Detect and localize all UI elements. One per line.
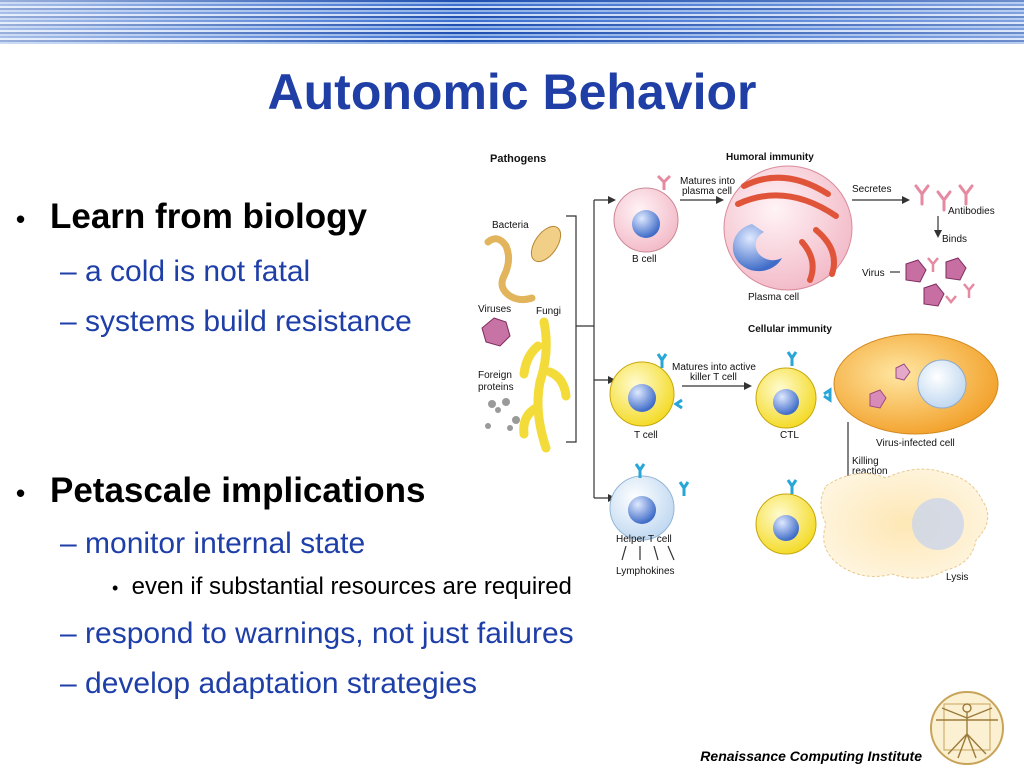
sub-bullet-monitor: – monitor internal state [60, 526, 365, 562]
sub-bullet-warnings: – respond to warnings, not just failures [60, 616, 574, 652]
label-plasma-cell: Plasma cell [748, 292, 799, 303]
label-binds: Binds [942, 234, 967, 245]
foreign-protein-shapes [485, 398, 520, 431]
sub-bullet-text: respond to warnings, not just failures [85, 617, 574, 650]
bacteria-shape [530, 225, 562, 263]
immune-system-diagram: Pathogens Bacteria Viruses Fungi Foreign… [478, 152, 999, 583]
label-matures-plasma-2: plasma cell [682, 186, 732, 197]
label-b-cell: B cell [632, 254, 656, 265]
sub-bullet-resistance: – systems build resistance [60, 304, 412, 340]
t-cell-nucleus [628, 384, 656, 412]
label-ctl: CTL [780, 430, 799, 441]
plasma-cell-nucleus [732, 224, 782, 272]
lysed-cell-nucleus [912, 498, 964, 550]
sub-sub-bullet-resources: • even if substantial resources are requ… [112, 572, 572, 603]
branch-line [594, 199, 608, 499]
slide-title: Autonomic Behavior [267, 64, 757, 120]
top-bar-highlight [0, 0, 1024, 44]
virus-particle [895, 363, 911, 381]
label-cellular: Cellular immunity [748, 324, 832, 335]
arrowhead [716, 196, 724, 204]
ctl-receptor [786, 351, 832, 403]
label-secretes: Secretes [852, 184, 891, 195]
sub-bullet-text: a cold is not fatal [85, 255, 311, 288]
virus-antibody-complex [905, 257, 975, 307]
bullet-learn-from-biology: • Learn from biology [16, 196, 367, 240]
branch-arrowheads [608, 196, 616, 502]
ctl-attacking-receptor [786, 479, 798, 494]
b-cell-receptor [656, 174, 672, 190]
label-foreign-1: Foreign [478, 370, 512, 381]
dash-glyph: – [60, 617, 77, 650]
sub-bullet-cold: – a cold is not fatal [60, 254, 310, 290]
virus-shape [481, 317, 511, 347]
ctl-attacking-nucleus [773, 515, 799, 541]
infected-cell-nucleus [917, 359, 967, 409]
lymphokine-arrows [621, 545, 675, 561]
label-matures-killer-1: Matures into active [672, 362, 756, 373]
fungi-shape [519, 317, 571, 453]
bullet-glyph: • [16, 477, 26, 508]
dash-glyph: – [60, 667, 77, 700]
bullet-glyph: • [112, 578, 119, 598]
helper-t-nucleus [628, 496, 656, 524]
bullet-petascale-implications: • Petascale implications [16, 470, 425, 514]
label-fungi: Fungi [536, 306, 561, 317]
b-cell-nucleus [632, 210, 660, 238]
dash-glyph: – [60, 255, 77, 288]
pathogen-bracket [566, 215, 577, 443]
bullet-text: Petascale implications [50, 471, 426, 510]
sub-bullet-text: systems build resistance [85, 305, 412, 338]
antibodies [914, 184, 974, 212]
footer-institute: Renaissance Computing Institute [700, 748, 922, 764]
label-matures-plasma-1: Matures into [680, 176, 735, 187]
label-killing-2: reaction [852, 466, 888, 477]
sub-bullet-text: monitor internal state [85, 527, 366, 560]
arrowhead [744, 382, 752, 390]
virus-particle [869, 389, 887, 409]
sub-sub-bullet-text: even if substantial resources are requir… [131, 573, 572, 600]
label-viruses: Viruses [478, 304, 511, 315]
label-antibodies: Antibodies [948, 206, 995, 217]
helper-t-receptor [634, 463, 690, 496]
lysed-cell [820, 468, 989, 579]
ctl-nucleus [773, 389, 799, 415]
label-killing-1: Killing [852, 456, 879, 467]
virus-infected-cell [833, 333, 999, 435]
arrowhead [902, 196, 910, 204]
bullet-glyph: • [16, 203, 26, 234]
t-cell-receptor [656, 353, 683, 410]
plasma-cell-organelles [735, 174, 839, 283]
vitruvian-man-logo [930, 691, 1004, 765]
dash-glyph: – [60, 305, 77, 338]
label-humoral: Humoral immunity [726, 152, 814, 163]
label-virus: Virus [862, 268, 885, 279]
label-lymphokines: Lymphokines [616, 566, 675, 577]
dash-glyph: – [60, 527, 77, 560]
label-pathogens: Pathogens [490, 153, 546, 165]
sub-bullet-adaptation: – develop adaptation strategies [60, 666, 477, 702]
bullet-text: Learn from biology [50, 197, 367, 236]
arrowhead [934, 230, 942, 238]
sub-bullet-text: develop adaptation strategies [85, 667, 477, 700]
label-t-cell: T cell [634, 430, 658, 441]
label-helper-t: Helper T cell [616, 534, 672, 545]
bacteria-shape [484, 235, 536, 304]
label-bacteria: Bacteria [492, 220, 529, 231]
label-lysis: Lysis [946, 572, 968, 583]
label-virus-infected: Virus-infected cell [876, 438, 955, 449]
label-matures-killer-2: killer T cell [690, 372, 737, 383]
label-foreign-2: proteins [478, 382, 514, 393]
